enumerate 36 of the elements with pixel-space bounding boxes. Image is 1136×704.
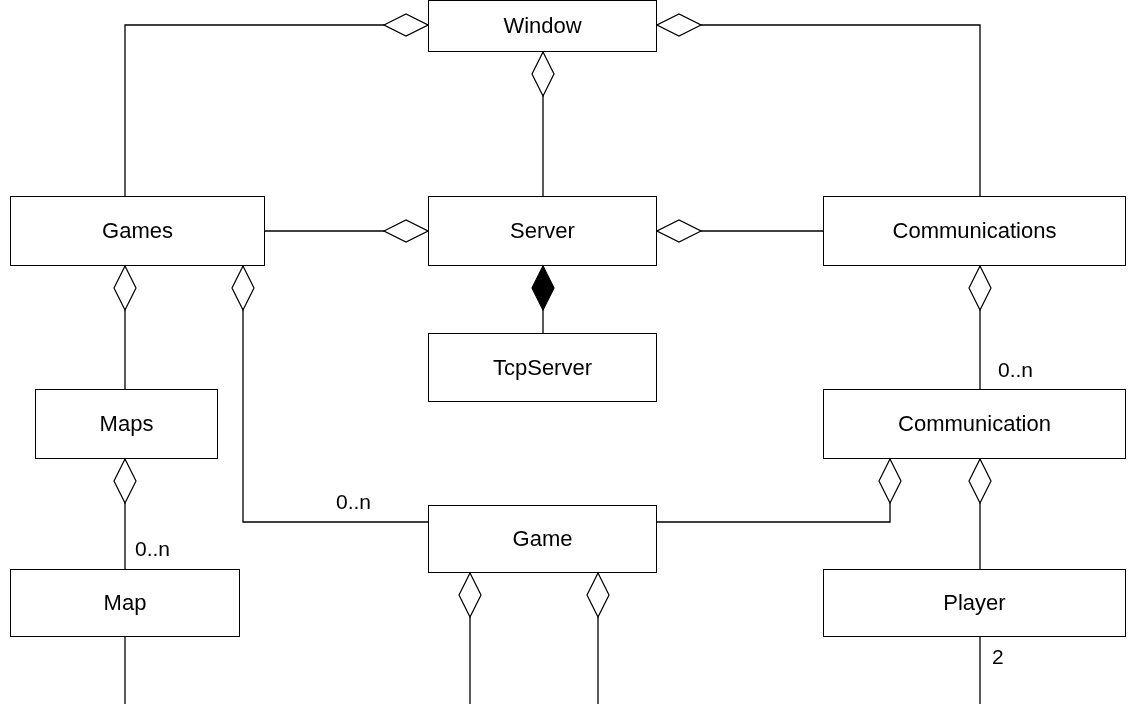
class-name: Maps <box>99 411 154 437</box>
connector-line <box>113 265 137 390</box>
class-name: Communication <box>898 411 1051 437</box>
class-box <box>10 196 265 266</box>
class-name: TcpServer <box>492 354 592 381</box>
connector-line <box>979 636 981 704</box>
connector-line <box>968 458 992 570</box>
class-box <box>10 569 240 637</box>
class-name: Game <box>512 526 573 552</box>
class-box <box>428 333 657 402</box>
connector-line <box>656 13 981 197</box>
class-name: Communications <box>892 218 1057 244</box>
class-name: Games <box>102 218 173 244</box>
connector-line <box>113 458 137 570</box>
connector-line <box>586 572 610 704</box>
class-name: Map <box>103 590 147 616</box>
class-box <box>823 569 1126 637</box>
connector-line <box>531 265 555 334</box>
class-name: Player <box>943 590 1006 616</box>
connector-line <box>656 219 824 243</box>
connector-line <box>531 51 555 197</box>
class-box <box>35 389 218 459</box>
connector-line <box>968 265 992 390</box>
class-box <box>428 196 657 266</box>
connector-line <box>231 265 429 523</box>
connector-line <box>458 572 482 704</box>
connector-line <box>264 219 429 243</box>
class-box <box>428 0 657 52</box>
connector-line <box>124 13 429 197</box>
class-name: Server <box>510 218 575 244</box>
class-box <box>823 389 1126 459</box>
class-box <box>428 505 657 573</box>
connector-line <box>656 458 902 523</box>
class-name: Window <box>503 13 582 39</box>
class-box <box>823 196 1126 266</box>
connector-line <box>124 636 126 704</box>
